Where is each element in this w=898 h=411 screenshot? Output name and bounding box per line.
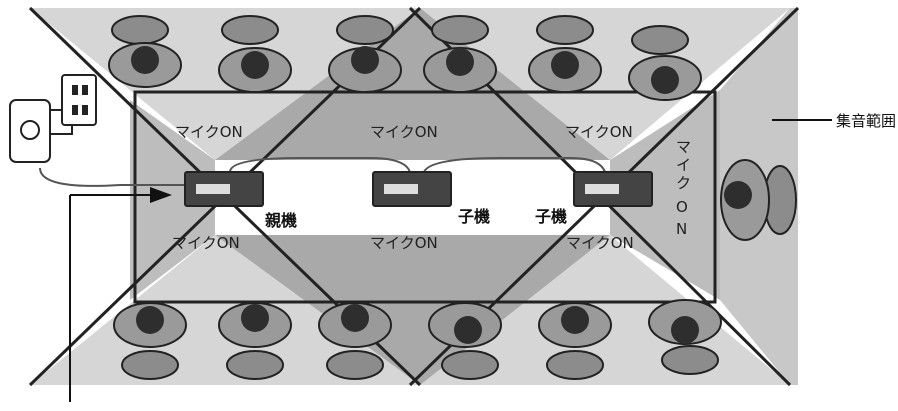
person-icon xyxy=(528,47,602,93)
side-participant xyxy=(720,159,797,241)
person-icon xyxy=(423,47,497,93)
cable xyxy=(423,157,606,173)
parent-unit-label: 親機 xyxy=(265,211,297,230)
person-icon xyxy=(720,159,770,241)
mic-on-label: マイクON xyxy=(370,234,438,252)
cable xyxy=(229,157,411,173)
child-unit-label: 子機 xyxy=(458,207,490,226)
mic-on-vertical-char: イ xyxy=(676,156,691,174)
zone-inner-left xyxy=(130,100,215,300)
speakerphone-unit-icon[interactable] xyxy=(184,171,264,207)
mic-on-label: マイクON xyxy=(172,234,240,252)
power-cable xyxy=(39,167,185,187)
mic-on-vertical-char: O xyxy=(676,198,688,216)
mic-on-label: マイクON xyxy=(565,123,633,141)
person-icon xyxy=(218,47,292,93)
arrow-right-icon xyxy=(69,187,172,402)
person-icon xyxy=(428,302,502,348)
chair-icon xyxy=(631,25,689,55)
person-icon xyxy=(328,46,402,93)
person-icon xyxy=(218,302,292,348)
mic-on-vertical-char: マ xyxy=(676,138,691,156)
zone-right-top xyxy=(410,8,790,160)
chair-icon xyxy=(431,15,489,45)
child-unit-label: 子機 xyxy=(535,207,567,226)
cables xyxy=(39,157,606,187)
mic-on-label: マイクON xyxy=(370,123,438,141)
table-outline xyxy=(133,90,717,304)
chair-icon xyxy=(336,15,394,45)
wall-outlet-icon xyxy=(61,74,97,126)
chair-icon xyxy=(121,350,179,380)
chair-icon xyxy=(111,15,169,45)
bottom-row-participants xyxy=(113,299,722,380)
person-icon xyxy=(648,299,722,345)
speakerphone-unit-icon[interactable] xyxy=(372,171,452,207)
person-icon xyxy=(108,42,182,88)
person-icon xyxy=(318,302,392,348)
speakerphone-unit-icon[interactable] xyxy=(573,171,653,207)
mic-on-vertical-char: ク xyxy=(676,174,691,192)
zone-left-bottom xyxy=(30,235,420,385)
zone-inner-right xyxy=(610,90,720,300)
top-row-participants xyxy=(108,15,702,101)
chair-icon xyxy=(546,350,604,380)
mic-on-label: マイクON xyxy=(175,123,243,141)
chair-icon xyxy=(536,15,594,45)
person-icon xyxy=(538,302,612,348)
person-icon xyxy=(628,55,702,101)
mic-on-label: マイクON xyxy=(566,234,634,252)
coverage-area-label: 集音範囲 xyxy=(836,112,896,130)
chair-icon xyxy=(661,345,719,375)
mic-on-vertical-char: N xyxy=(676,220,687,238)
chair-icon xyxy=(221,15,279,45)
chair-icon xyxy=(226,350,284,380)
zone-middle-top xyxy=(215,8,610,160)
person-icon xyxy=(113,302,187,348)
zone-middle-bottom xyxy=(215,235,610,385)
chair-icon xyxy=(326,350,384,380)
mic-on-vertical-label: マ イ ク O N xyxy=(676,138,691,238)
chair-icon xyxy=(441,350,499,380)
